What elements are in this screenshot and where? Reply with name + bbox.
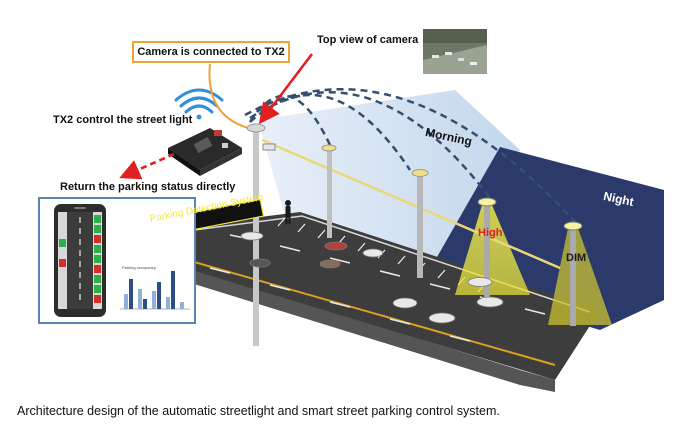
camera-top-view-photo (423, 29, 487, 74)
street-lamp-icon (321, 144, 337, 238)
return-status-label: Return the parking status directly (60, 181, 236, 193)
top-view-arrow (258, 53, 314, 125)
street-lamp-icon (563, 221, 583, 326)
car-icon (240, 231, 504, 324)
street-lamp-icon (477, 197, 497, 298)
smartphone-icon (54, 204, 106, 317)
wifi-icon (174, 88, 224, 120)
camera-view-line (261, 138, 561, 270)
figure-caption: Architecture design of the automatic str… (17, 404, 500, 418)
road-center-line (151, 249, 556, 366)
high-label: High (478, 227, 503, 239)
top-view-label: Top view of camera (317, 34, 419, 46)
mini-bar-chart (120, 271, 190, 310)
dim-label: DIM (566, 252, 587, 264)
dim-beam (548, 228, 612, 325)
parking-status-panel: Parking occupancy (38, 197, 196, 324)
road-slab-side (165, 260, 555, 392)
camera-connection-curve (208, 63, 249, 129)
pedestrian-icon (285, 200, 291, 224)
street-lamp-icon (411, 169, 429, 278)
tx2-board-icon (168, 128, 242, 176)
mini-chart-title: Parking occupancy (122, 265, 156, 270)
return-status-arrow (119, 152, 175, 180)
high-beam (455, 205, 530, 295)
camera-connected-callout: Camera is connected to TX2 (132, 41, 290, 63)
tx2-control-label: TX2 control the street light (53, 114, 193, 126)
